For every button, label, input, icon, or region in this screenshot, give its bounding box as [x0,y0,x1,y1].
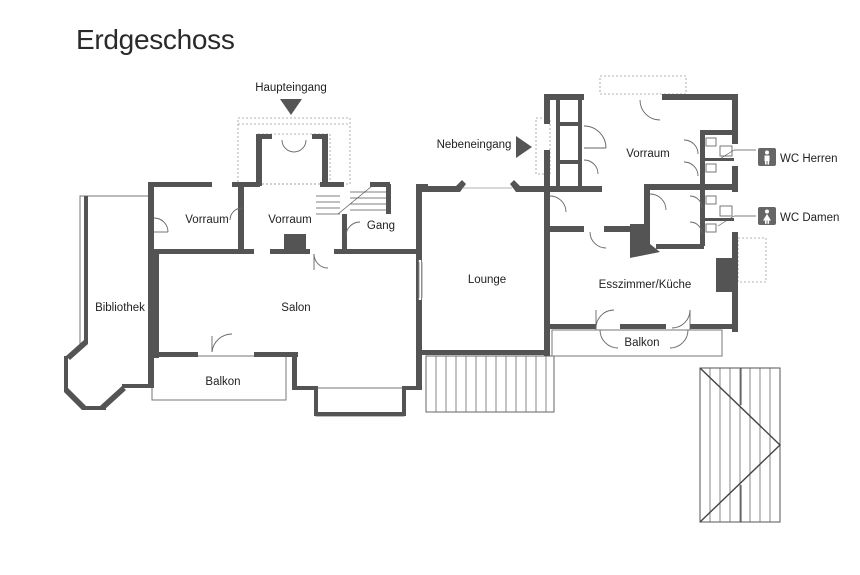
man-icon [758,148,776,166]
terrace-hatched [699,367,782,523]
label-nebeneingang: Nebeneingang [437,139,512,151]
label-esszimmer: Esszimmer/Küche [599,279,692,291]
door-swings [153,99,703,353]
bay-window [315,387,405,417]
label-vorraum-2: Vorraum [268,214,311,226]
label-wc-damen: WC Damen [780,212,839,224]
label-vorraum-3: Vorraum [626,148,669,160]
label-wc-herren: WC Herren [780,153,838,165]
label-salon: Salon [281,302,310,314]
woman-icon [758,207,776,225]
label-bibliothek: Bibliothek [95,302,145,314]
side-step [737,237,767,283]
label-lounge: Lounge [468,274,506,286]
windows [418,187,512,300]
entrance-arrow-icon [280,99,302,115]
label-vorraum-1: Vorraum [185,214,228,226]
canopy [599,75,687,95]
label-gang: Gang [367,220,395,232]
label-balkon-1: Balkon [205,376,240,388]
terrace-lounge [425,355,555,413]
walls [64,94,738,416]
wc-fixtures [705,137,733,233]
side-step [535,117,551,175]
label-balkon-2: Balkon [624,337,659,349]
side-entrance-arrow-icon [516,136,532,158]
entrance-porch [237,117,351,185]
page-title: Erdgeschoss [76,24,235,55]
balcony-outline [551,329,723,357]
label-haupteingang: Haupteingang [255,82,327,94]
